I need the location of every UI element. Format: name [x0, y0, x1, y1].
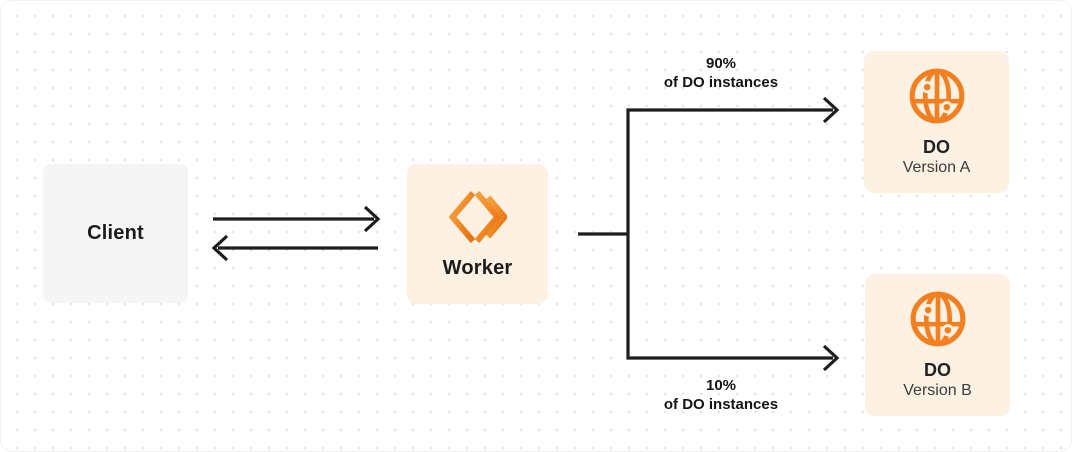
- arrow-worker-to-client-head-icon: [211, 234, 229, 262]
- split-label-bottom: 10% of DO instances: [611, 376, 831, 414]
- split-caption-bottom: of DO instances: [663, 396, 779, 413]
- split-percent-top: 90%: [705, 55, 737, 72]
- split-branch-bottom-line: [626, 234, 833, 360]
- split-branch-top-line: [626, 108, 833, 234]
- globe-icon: [909, 68, 964, 124]
- client-node: Client: [43, 164, 188, 303]
- do-b-subtitle: Version B: [903, 382, 972, 399]
- worker-label: Worker: [442, 256, 513, 279]
- workers-chevron-icon: [448, 190, 507, 243]
- split-percent-bottom: 10%: [705, 377, 737, 394]
- split-caption-top: of DO instances: [663, 74, 779, 91]
- arrow-client-to-worker-head-icon: [363, 205, 381, 233]
- do-a-title: DO: [923, 137, 950, 157]
- worker-node: Worker: [407, 164, 548, 304]
- do-b-title: DO: [924, 360, 951, 380]
- split-branch-bottom-head-icon: [822, 344, 840, 372]
- do-version-a-node: DO Version A: [864, 51, 1009, 193]
- split-branch-top-head-icon: [822, 96, 840, 124]
- do-version-b-node: DO Version B: [865, 274, 1010, 416]
- do-a-subtitle: Version A: [902, 159, 971, 176]
- client-label: Client: [87, 222, 144, 244]
- split-label-top: 90% of DO instances: [611, 54, 831, 92]
- globe-icon: [910, 291, 965, 347]
